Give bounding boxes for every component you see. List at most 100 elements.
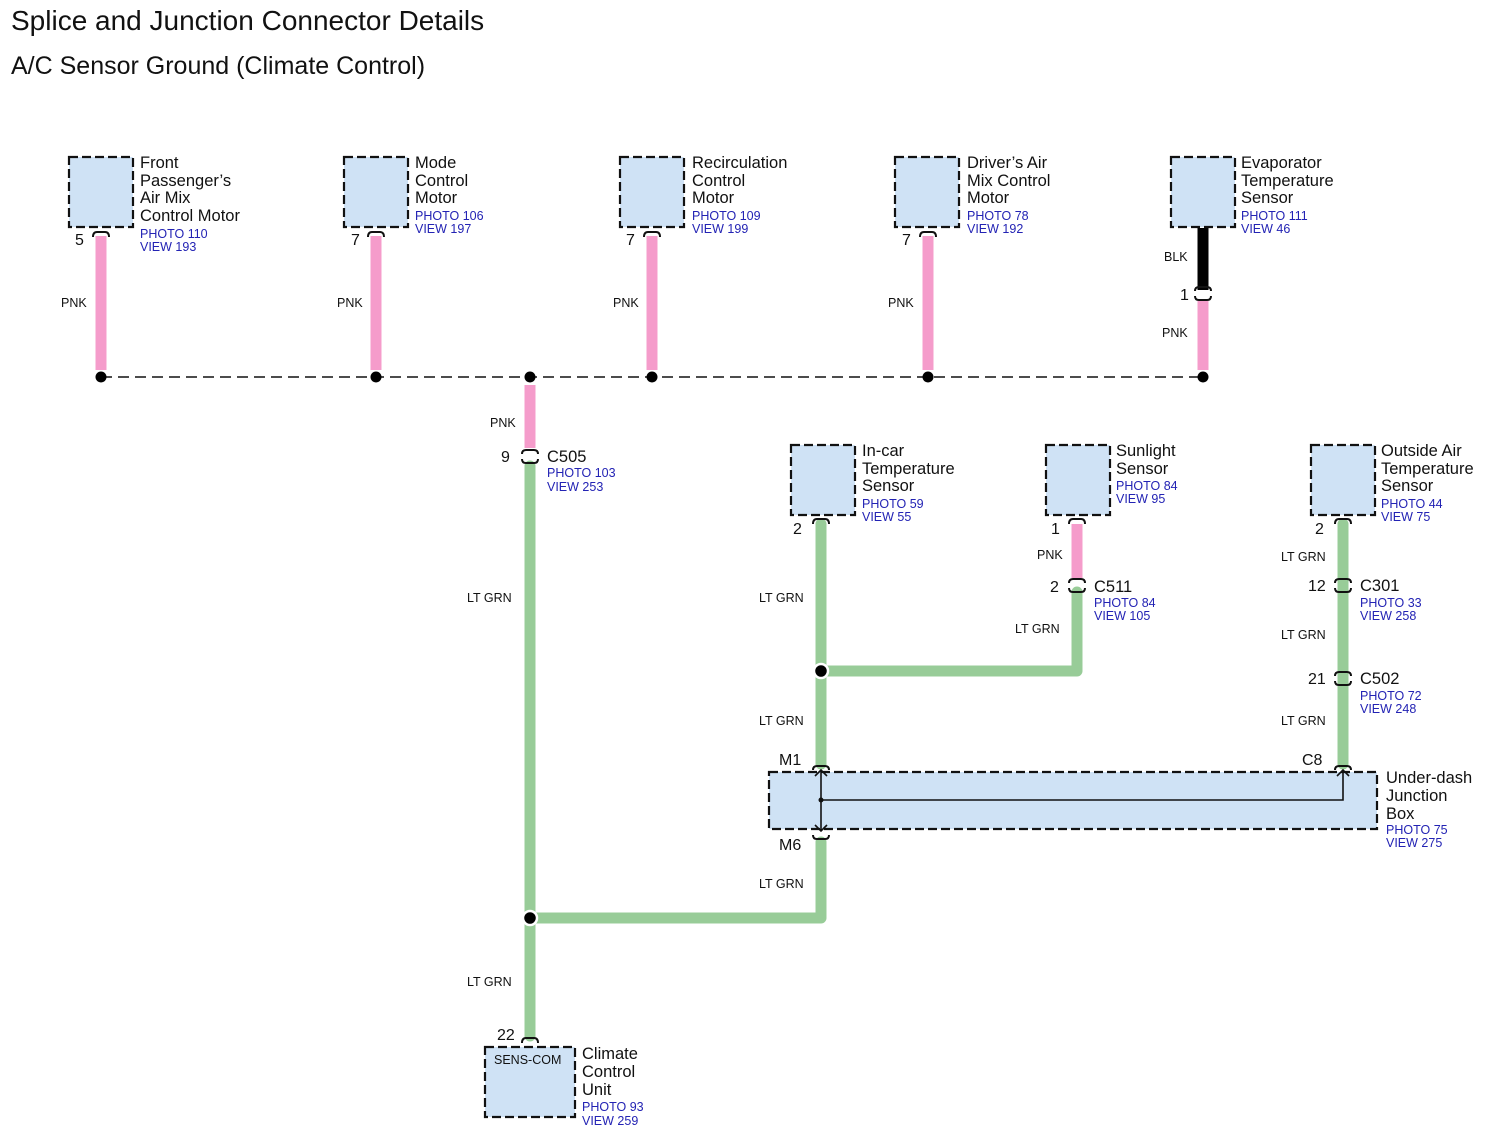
splice-dot-drivers-air-mix: [922, 371, 934, 383]
pin-cap: [643, 231, 661, 238]
connector-cap: [521, 458, 539, 464]
view-ref: VIEW 197: [415, 222, 471, 236]
photo-ref: PHOTO 93: [582, 1100, 644, 1114]
view-ref: VIEW 193: [140, 240, 196, 254]
drivers-air-mix-motor-box: [893, 155, 961, 229]
photo-ref: PHOTO 33: [1360, 596, 1422, 610]
view-ref: VIEW 253: [547, 480, 603, 494]
connector-cap: [521, 449, 539, 455]
view-ref: VIEW 95: [1116, 492, 1165, 506]
pin-number: 7: [902, 232, 911, 249]
wire-color-label: LT GRN: [1281, 628, 1326, 642]
photo-ref: PHOTO 44: [1381, 497, 1443, 511]
evaporator-sensor-box: [1169, 155, 1237, 229]
wire-color-label: PNK: [61, 296, 87, 310]
recirculation-motor-box: [618, 155, 686, 229]
junction-internal-line: [821, 770, 1344, 801]
splice-dot-evaporator: [1197, 371, 1209, 383]
pin-cap: [1334, 518, 1352, 525]
pin-cap: [1334, 765, 1352, 771]
view-ref: VIEW 75: [1381, 510, 1430, 524]
connector-name: C301: [1360, 577, 1399, 595]
component-name: Recirculation Control Motor: [692, 154, 792, 207]
view-ref: VIEW 248: [1360, 702, 1416, 716]
photo-ref: PHOTO 75: [1386, 823, 1448, 837]
pin-cap: [1068, 518, 1086, 525]
view-ref: VIEW 275: [1386, 836, 1442, 850]
wire-color-label: PNK: [1162, 326, 1188, 340]
front-passenger-motor-box: [67, 155, 135, 229]
splice-dot-mode: [370, 371, 382, 383]
pin-number: 22: [497, 1027, 515, 1044]
connector-cap: [1334, 578, 1352, 584]
outside-air-sensor-box: [1309, 443, 1377, 517]
wire-color-label: BLK: [1164, 250, 1188, 264]
pin-number: 2: [1050, 579, 1059, 596]
wire-color-label: PNK: [1037, 548, 1063, 562]
pin-cap: [367, 231, 385, 238]
pin-number: 5: [75, 232, 84, 249]
view-ref: VIEW 105: [1094, 609, 1150, 623]
wire-color-label: LT GRN: [1015, 622, 1060, 636]
photo-ref: PHOTO 84: [1094, 596, 1156, 610]
pin-cap: [92, 231, 110, 238]
component-name: Mode Control Motor: [415, 154, 473, 207]
connector-cap: [1194, 295, 1212, 301]
pin-cap: [812, 765, 830, 771]
pin-number: 7: [351, 232, 360, 249]
component-name: Under-dash Junction Box: [1386, 769, 1477, 823]
connector-cap: [1068, 578, 1086, 584]
pin-number: 12: [1308, 578, 1326, 595]
wire-color-label: LT GRN: [759, 714, 804, 728]
pin-number: M6: [779, 837, 801, 854]
view-ref: VIEW 259: [582, 1114, 638, 1128]
wire-splice-to-m6: [524, 836, 827, 924]
photo-ref: PHOTO 84: [1116, 479, 1178, 493]
wire-color-label: LT GRN: [759, 591, 804, 605]
wire-c511-to-splice: [815, 586, 1083, 677]
wire-color-label: LT GRN: [467, 591, 512, 605]
wire-color-label: PNK: [490, 416, 516, 430]
arrow-head: [814, 824, 828, 833]
view-ref: VIEW 55: [862, 510, 911, 524]
view-ref: VIEW 46: [1241, 222, 1290, 236]
splice-dot-climate: [521, 909, 539, 927]
wire-color-label: LT GRN: [759, 877, 804, 891]
wire-color-label: PNK: [613, 296, 639, 310]
photo-ref: PHOTO 103: [547, 466, 616, 480]
pin-number: C8: [1302, 752, 1323, 769]
pin-number: 1: [1180, 287, 1189, 304]
wire-color-label: PNK: [337, 296, 363, 310]
splice-dot-front-passenger: [95, 371, 107, 383]
terminal-label: SENS-COM: [494, 1053, 561, 1067]
component-name: Front Passenger’s Air Mix Control Motor: [140, 154, 240, 225]
photo-ref: PHOTO 72: [1360, 689, 1422, 703]
connector-cap: [1334, 587, 1352, 593]
connector-name: C511: [1094, 578, 1132, 596]
wire-color-label: LT GRN: [467, 975, 512, 989]
pin-number: 2: [1315, 521, 1324, 538]
pin-cap: [812, 518, 830, 525]
view-ref: VIEW 199: [692, 222, 748, 236]
connector-name: C505: [547, 448, 586, 466]
pin-number: 2: [793, 521, 802, 538]
wire-color-label: LT GRN: [1281, 714, 1326, 728]
pin-number: M1: [779, 752, 801, 769]
connector-cap: [1194, 286, 1212, 292]
component-name: Climate Control Unit: [582, 1045, 643, 1099]
in-car-sensor-box: [789, 443, 857, 517]
arrow-head: [814, 768, 828, 777]
component-name: Driver’s Air Mix Control Motor: [967, 154, 1055, 207]
page-title: Splice and Junction Connector Details: [11, 5, 484, 36]
splice-dot-recirculation: [646, 371, 658, 383]
pin-cap: [521, 1037, 539, 1044]
wire-color-label: LT GRN: [1281, 550, 1326, 564]
photo-ref: PHOTO 106: [415, 209, 484, 223]
component-name: In-car Temperature Sensor: [862, 442, 959, 495]
pin-number: 1: [1051, 521, 1060, 538]
view-ref: VIEW 192: [967, 222, 1023, 236]
pin-cap: [919, 231, 937, 238]
mode-motor-box: [342, 155, 410, 229]
photo-ref: PHOTO 111: [1241, 209, 1308, 223]
